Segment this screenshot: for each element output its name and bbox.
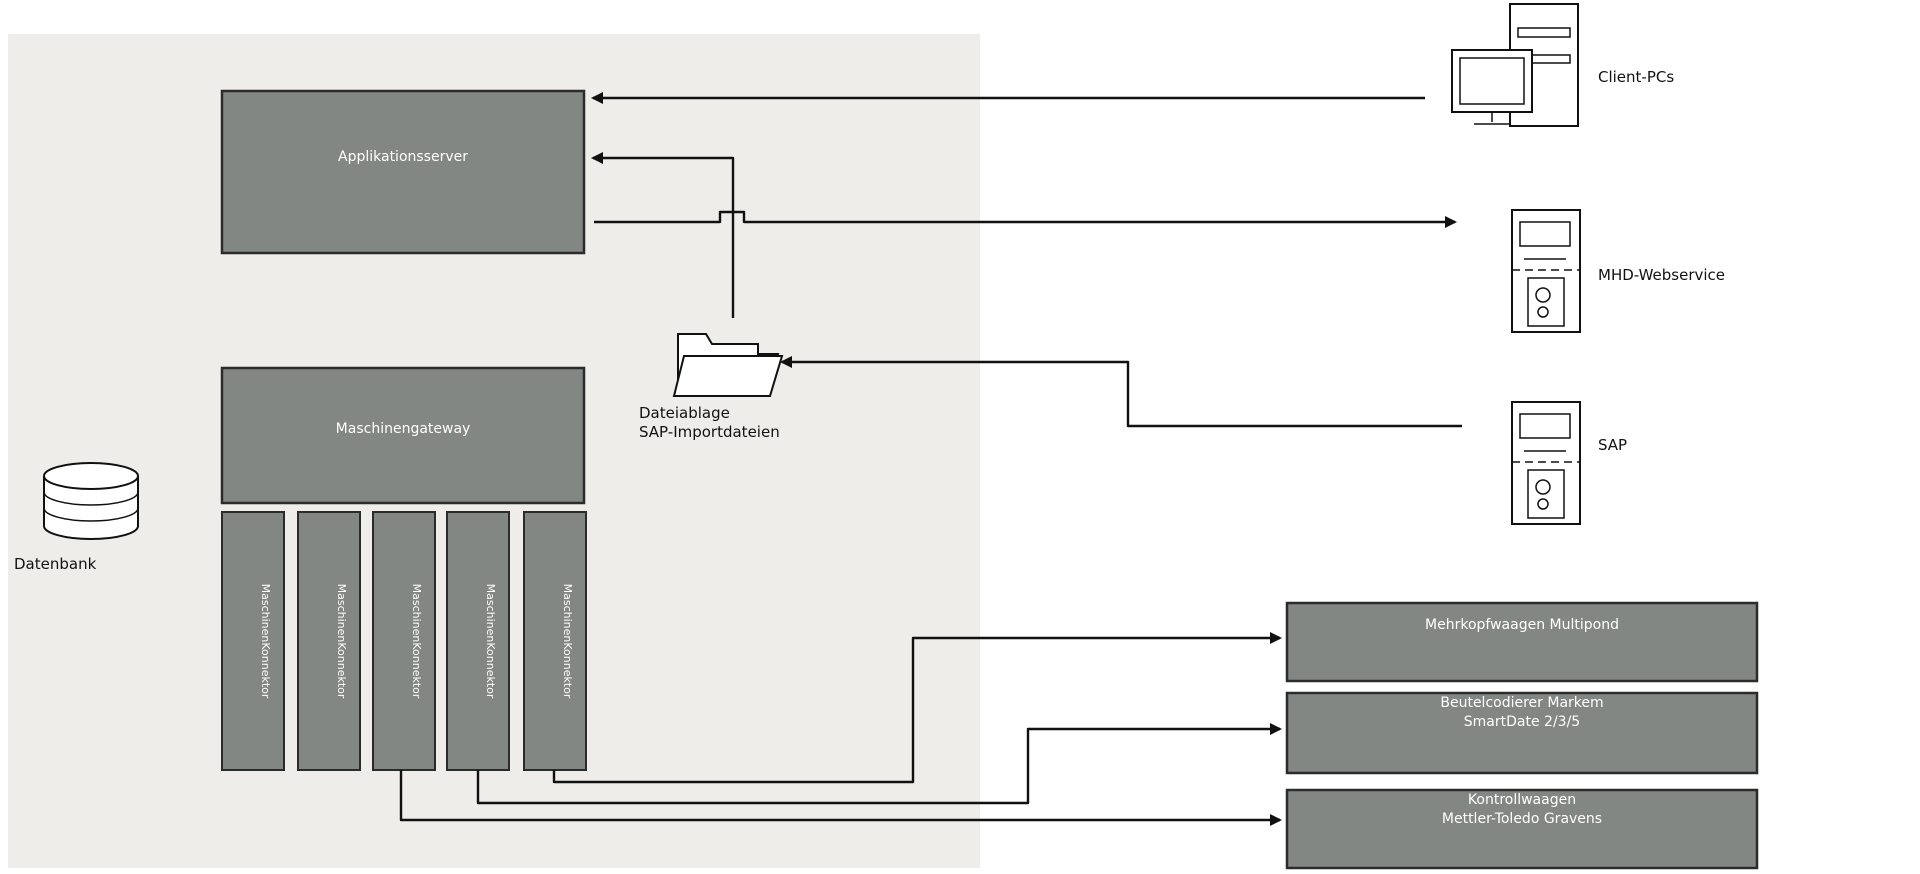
mhd-webservice-label: MHD-Webservice [1598, 266, 1725, 284]
connection-folder-to-app [591, 152, 735, 318]
database-label: Datenbank [14, 555, 97, 573]
sap-label: SAP [1598, 436, 1627, 454]
application-server-label: Applikationsserver [338, 149, 468, 165]
multipond-box[interactable]: Mehrkopfwaagen Multipond [1285, 601, 1759, 683]
folder-icon[interactable] [672, 333, 784, 397]
markem-box[interactable]: Beutelcodierer Markem SmartDate 2/3/5 [1285, 691, 1759, 775]
machine-gateway-box[interactable]: Maschinengateway [220, 366, 586, 505]
file-storage-label-line2: SAP-Importdateien [639, 423, 780, 441]
connection-connector5-to-multipond [552, 632, 1282, 784]
machine-gateway-label: Maschinengateway [336, 421, 471, 437]
machine-connector-label: MaschinenKonnektor [410, 584, 423, 699]
application-server-box[interactable]: Applikationsserver [220, 89, 586, 255]
database-icon[interactable] [43, 462, 139, 540]
machine-connector-label: MaschinenKonnektor [259, 584, 272, 699]
client-pc-icon[interactable] [1451, 3, 1579, 127]
mettler-label-line1: Kontrollwaagen [1468, 792, 1576, 808]
markem-label-line1: Beutelcodierer Markem [1440, 695, 1603, 711]
machine-connector-label: MaschinenKonnektor [561, 584, 574, 699]
machine-connector-3[interactable]: MaschinenKonnektor [372, 511, 436, 771]
markem-label-line2: SmartDate 2/3/5 [1464, 714, 1580, 730]
machine-connector-1[interactable]: MaschinenKonnektor [221, 511, 285, 771]
machine-connector-5[interactable]: MaschinenKonnektor [523, 511, 587, 771]
connection-connector3-to-mettler [399, 770, 1282, 826]
connection-connector4-to-markem [476, 723, 1282, 805]
connection-sap-to-folder [780, 356, 1462, 428]
mhd-webservice-icon[interactable] [1511, 209, 1581, 333]
client-pcs-label: Client-PCs [1598, 68, 1674, 86]
file-storage-label-line1: Dateiablage [639, 404, 730, 422]
machine-connector-label: MaschinenKonnektor [335, 584, 348, 699]
sap-icon[interactable] [1511, 401, 1581, 525]
machine-connector-label: MaschinenKonnektor [484, 584, 497, 699]
mettler-label-line2: Mettler-Toledo Gravens [1442, 811, 1602, 827]
multipond-label: Mehrkopfwaagen Multipond [1425, 617, 1619, 633]
machine-connector-4[interactable]: MaschinenKonnektor [446, 511, 510, 771]
machine-connector-2[interactable]: MaschinenKonnektor [297, 511, 361, 771]
mettler-box[interactable]: Kontrollwaagen Mettler-Toledo Gravens [1285, 788, 1759, 870]
